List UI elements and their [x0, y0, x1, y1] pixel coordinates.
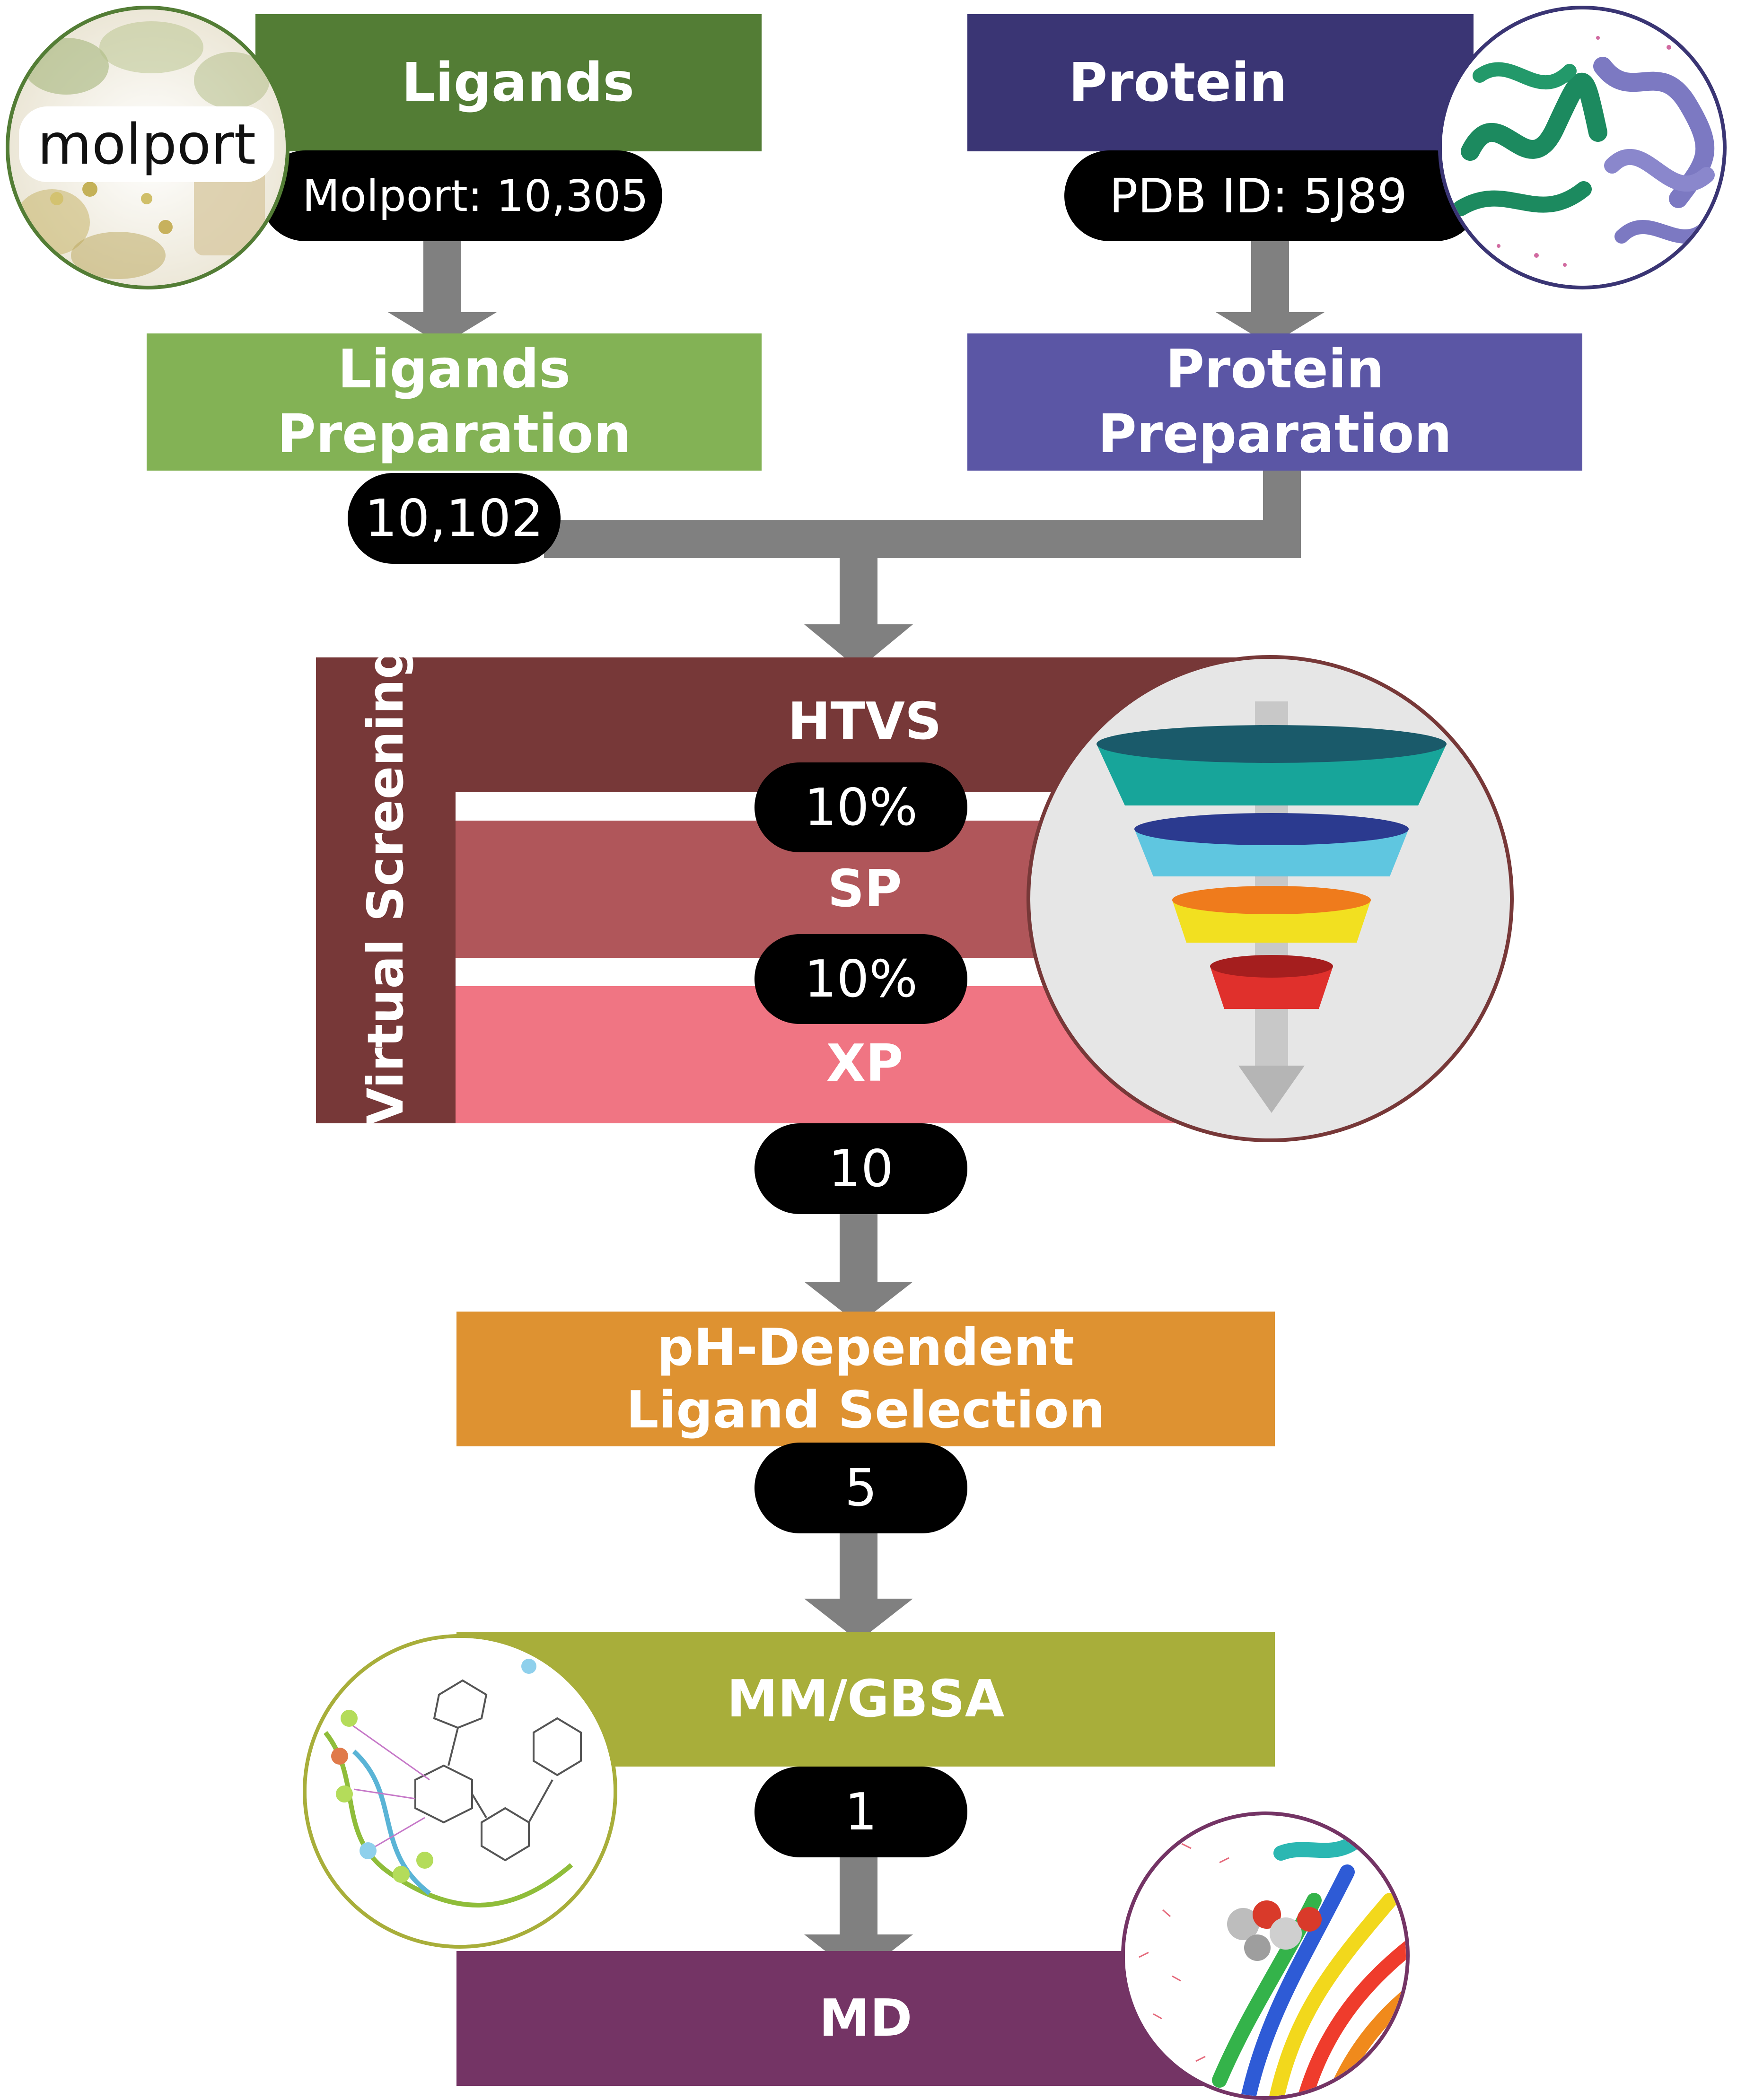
protein-title: Protein — [1069, 52, 1287, 114]
protein-box: Protein — [967, 14, 1474, 151]
virtual-screening-side — [316, 657, 456, 1123]
sp-label: SP — [827, 859, 902, 919]
arrow-shaft-protein — [1251, 232, 1289, 317]
interaction-diagram-icon — [307, 1638, 614, 1945]
ligands-title: Ligands — [401, 52, 635, 114]
protein-prep-title: Protein Preparation — [1097, 339, 1452, 465]
funnel-icon — [1097, 701, 1447, 1113]
merge-line — [544, 520, 1301, 558]
ligands-count-pill: Molport: 10,305 — [260, 150, 662, 241]
ligand-prep-count-pill: 10,102 — [348, 473, 561, 564]
ligand-prep-box: Ligands Preparation — [147, 333, 762, 471]
protein-structure-image — [1438, 6, 1727, 289]
protein-pdb: PDB ID: 5J89 — [1109, 168, 1408, 224]
xp-label: XP — [826, 1034, 904, 1094]
protein-prep-box: Protein Preparation — [967, 333, 1582, 471]
ph-selection-title: pH-Dependent Ligand Selection — [626, 1318, 1105, 1440]
arrow-head-ph — [804, 1282, 913, 1324]
xp-count-pill: 10 — [754, 1123, 967, 1214]
virtual-screening-label: Virtual Screening — [357, 644, 414, 1126]
mmgbsa-count: 1 — [844, 1782, 877, 1842]
protein-pdb-pill: PDB ID: 5J89 — [1064, 150, 1481, 241]
ligands-box: Ligands — [255, 14, 762, 151]
ligand-prep-count: 10,102 — [365, 489, 544, 548]
molport-logo-text: molport — [37, 112, 256, 177]
sp-pass-pill: 10% — [754, 934, 967, 1024]
protein-ribbon-icon — [1442, 9, 1723, 286]
ligand-prep-title: Ligands Preparation — [277, 339, 632, 465]
ligand-interaction-image — [303, 1634, 617, 1949]
sp-pass: 10% — [804, 949, 918, 1009]
funnel-image — [1026, 655, 1514, 1142]
mmgbsa-title: MM/GBSA — [727, 1669, 1005, 1729]
arrow-head-merge — [804, 624, 913, 669]
htvs-label: HTVS — [788, 692, 942, 751]
ligands-count: Molport: 10,305 — [302, 170, 649, 221]
molport-logo: molport — [19, 106, 274, 182]
arrow-shaft-ligands — [423, 232, 461, 317]
ph-count-pill: 5 — [754, 1443, 967, 1533]
mmgbsa-count-pill: 1 — [754, 1767, 967, 1857]
md-title: MD — [819, 1988, 912, 2048]
arrow-head-protein — [1216, 312, 1325, 345]
md-simulation-image — [1121, 1811, 1410, 2100]
xp-count: 10 — [828, 1139, 894, 1199]
ph-count: 5 — [844, 1458, 877, 1518]
ph-selection-box: pH-Dependent Ligand Selection — [456, 1312, 1275, 1446]
arrow-shaft-merge — [840, 539, 877, 634]
protein-prep-down-line — [1263, 466, 1301, 558]
arrow-head-mmgbsa — [804, 1599, 913, 1641]
md-ribbon-icon — [1125, 1815, 1406, 2096]
htvs-pass-pill: 10% — [754, 762, 967, 852]
arrow-head-ligands — [388, 312, 497, 345]
htvs-pass: 10% — [804, 778, 918, 837]
